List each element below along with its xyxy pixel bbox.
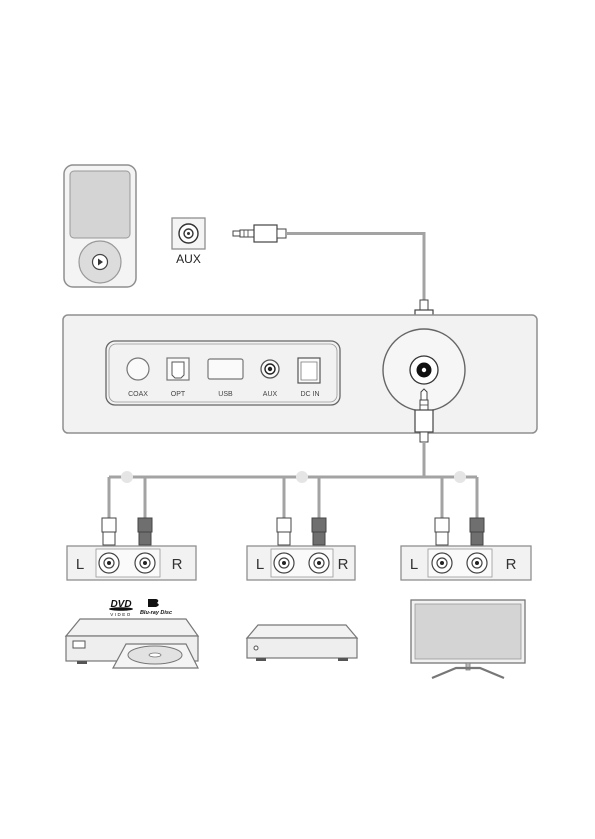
rca-left-label: L	[256, 556, 264, 573]
bluray-logo-icon: Blu-ray Disc	[140, 599, 172, 616]
aux-cable	[286, 234, 424, 301]
rca-left-label: L	[76, 556, 84, 573]
rca-right-label: R	[338, 556, 349, 573]
coax-port-icon	[127, 358, 149, 380]
mp3-player-icon	[64, 165, 136, 287]
opt-port-label: OPT	[171, 391, 186, 398]
dvd-logo-icon: DVD VIDEO	[109, 599, 133, 617]
aux-port-label: AUX	[263, 391, 278, 398]
aux-jack-label: AUX	[176, 252, 201, 266]
dvd-player-icon	[66, 619, 198, 668]
aux-jack-icon	[172, 218, 205, 249]
television-icon	[411, 600, 525, 678]
aux-cable-plug-icon	[233, 225, 286, 242]
rca-splitter-cable	[109, 442, 477, 518]
junction-dot	[121, 471, 133, 483]
coax-port-label: COAX	[128, 391, 148, 398]
junction-dot	[454, 471, 466, 483]
dvd-logo-subtext: VIDEO	[110, 612, 132, 617]
junction-dot	[296, 471, 308, 483]
rca-right-label: R	[172, 556, 183, 573]
rca-left-label: L	[410, 556, 418, 573]
bluray-logo-text: Blu-ray Disc	[140, 610, 172, 616]
usb-port-label: USB	[218, 391, 233, 398]
aux-port-icon	[261, 360, 279, 378]
usb-port-icon	[208, 359, 243, 379]
set-top-box-icon	[247, 625, 357, 661]
dc-in-port-icon	[298, 358, 320, 383]
optical-port-icon	[167, 358, 189, 380]
rca-right-label: R	[506, 556, 517, 573]
dc-in-port-label: DC IN	[300, 391, 319, 398]
